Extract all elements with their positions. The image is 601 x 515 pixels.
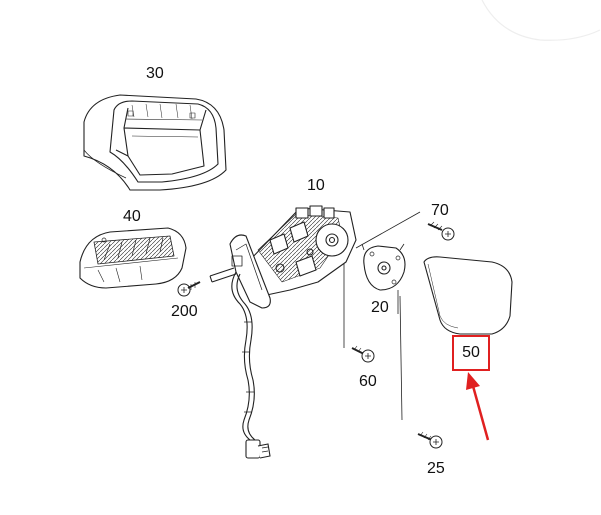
part-50-mirror-glass[interactable] xyxy=(423,256,513,335)
part-25-screw[interactable] xyxy=(417,431,443,449)
part-30-mirror-housing[interactable] xyxy=(83,94,227,191)
leader-lines xyxy=(343,211,421,421)
part-label-50-highlighted: 50 xyxy=(452,335,490,371)
part-40-lower-cover[interactable] xyxy=(79,227,187,289)
part-label-60: 60 xyxy=(359,373,377,390)
part-label-20: 20 xyxy=(371,299,389,316)
part-70-screw[interactable] xyxy=(427,221,455,241)
part-label-200: 200 xyxy=(171,303,198,320)
part-label-40: 40 xyxy=(123,208,141,225)
part-60-screw[interactable] xyxy=(351,345,375,363)
part-20-adjustment-plate[interactable] xyxy=(361,243,406,291)
highlight-arrow xyxy=(466,372,490,441)
cable-harness xyxy=(231,271,271,459)
part-200-screw[interactable] xyxy=(177,281,201,297)
part-10-motor-assembly[interactable] xyxy=(209,205,357,309)
part-label-70: 70 xyxy=(431,202,449,219)
part-label-30: 30 xyxy=(146,65,164,82)
part-label-10: 10 xyxy=(307,177,325,194)
scan-artifact xyxy=(481,0,601,41)
part-label-25: 25 xyxy=(427,460,445,477)
